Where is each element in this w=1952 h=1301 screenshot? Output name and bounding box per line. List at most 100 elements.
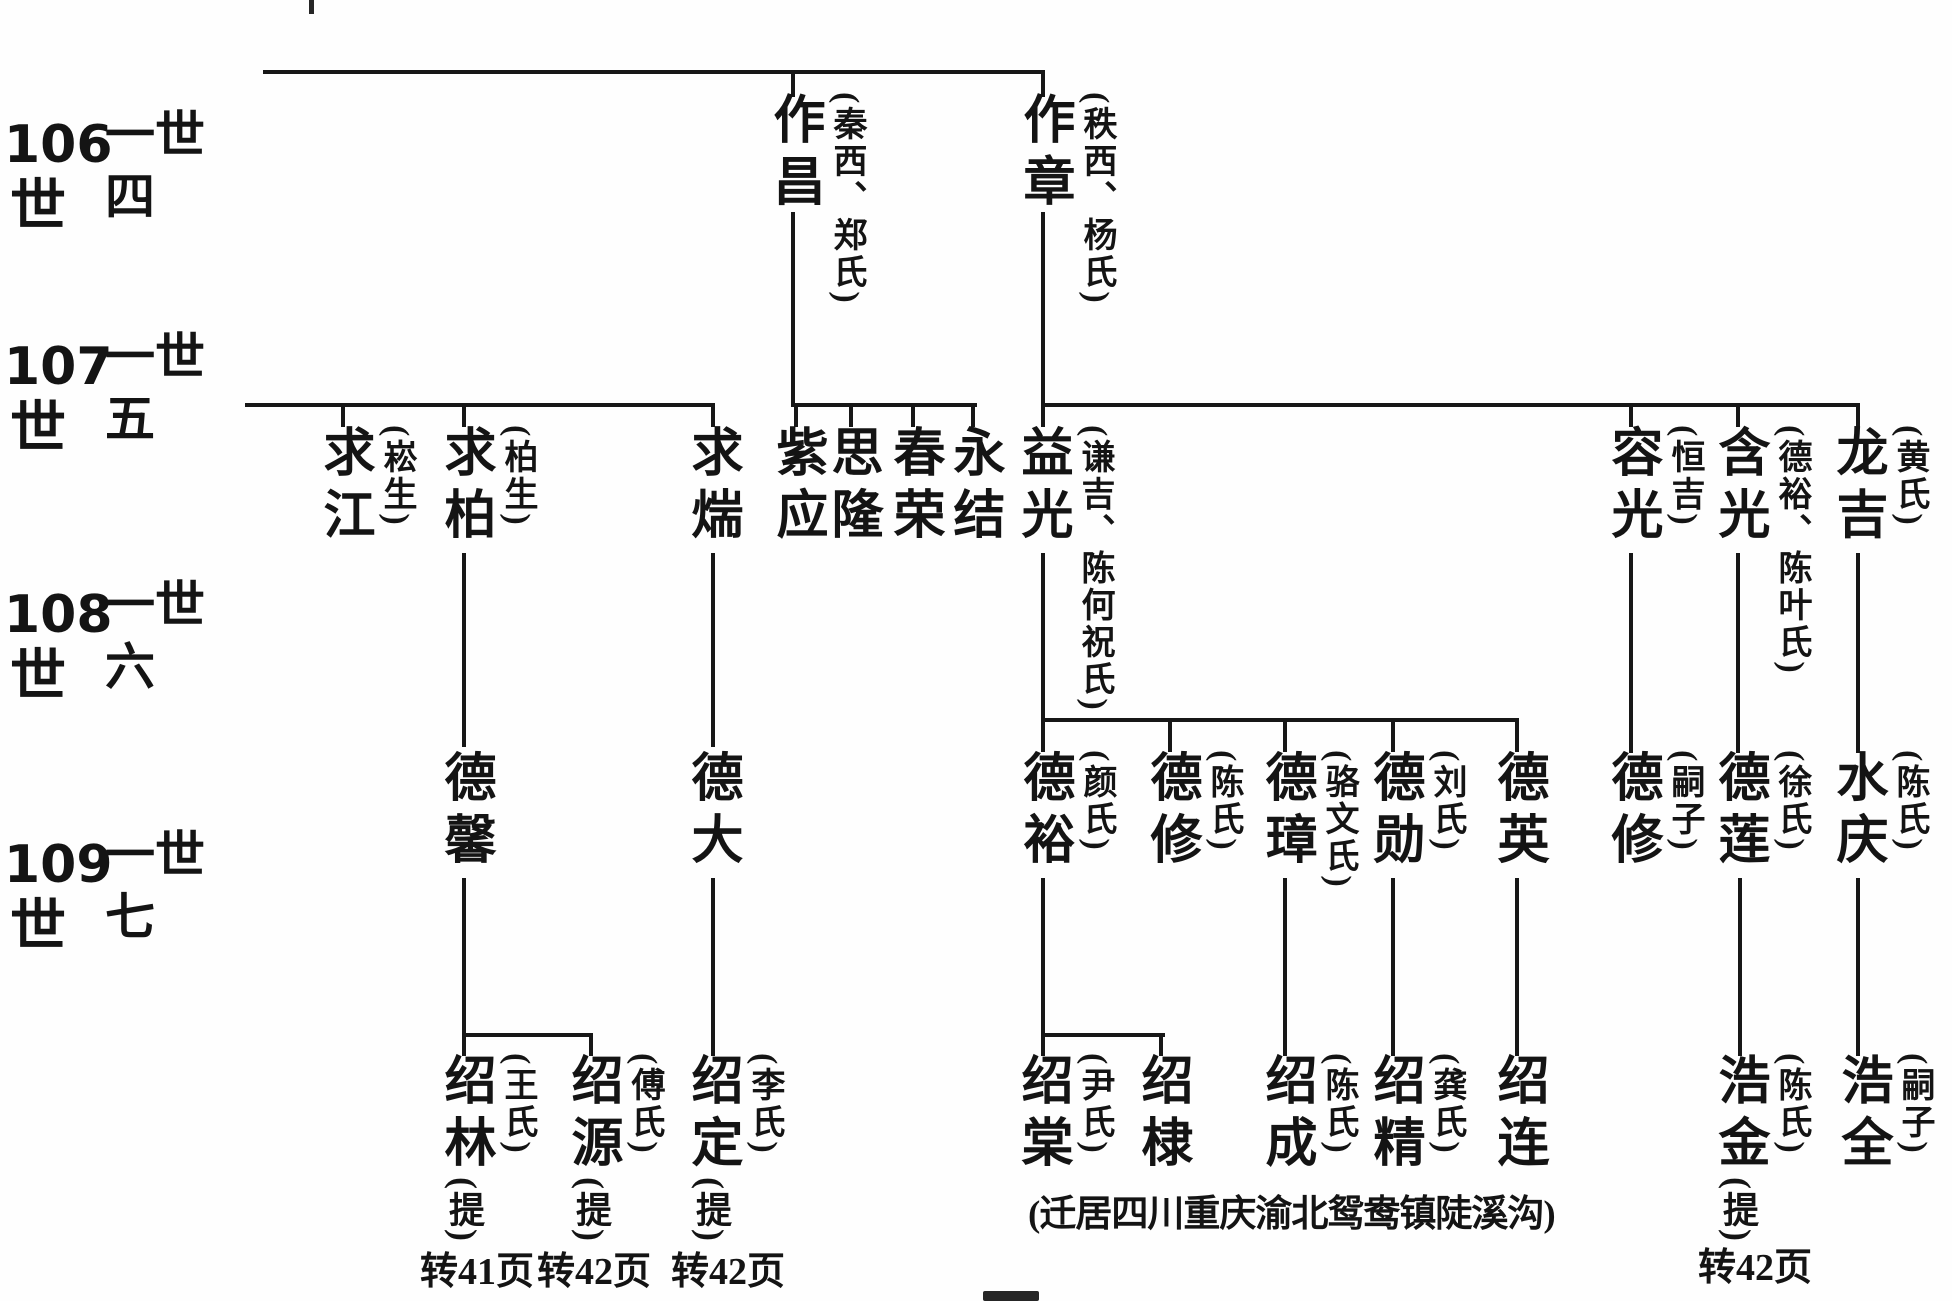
node-haojin: 浩金(提) (陈氏) xyxy=(1710,1053,1818,1243)
tree-edge xyxy=(462,403,466,427)
node-shaolin: 绍林(提) (王氏) xyxy=(436,1053,544,1243)
generation-shi: 世 xyxy=(10,175,66,238)
tree-edge xyxy=(1283,718,1287,752)
person-name: 德裕 xyxy=(1015,750,1072,874)
node-zuozhang: 作章 (秩西、杨氏) xyxy=(1015,92,1123,306)
person-name: 浩金(提) xyxy=(1710,1053,1767,1243)
node-dexin: 德馨 xyxy=(436,750,494,874)
node-ziying: 紫应 xyxy=(768,425,826,549)
person-name: 水庆 xyxy=(1828,750,1885,874)
generation-number: 106 xyxy=(4,115,113,175)
page-ref-42: 转42页 xyxy=(537,1251,652,1293)
person-annotation: (李氏) xyxy=(746,1053,783,1156)
tree-edge xyxy=(1041,70,1045,97)
node-silong: 思隆 xyxy=(823,425,881,549)
person-annotation: (徐氏) xyxy=(1773,750,1810,853)
generation-label-109: 109 世 一七世 xyxy=(4,828,204,958)
person-annotation: (恒吉) xyxy=(1666,425,1703,528)
tree-edge xyxy=(1041,1033,1045,1056)
generation-number: 109 xyxy=(4,835,113,895)
node-haoquan: 浩全 (嗣子) xyxy=(1833,1053,1941,1177)
person-tag: (提) xyxy=(691,1177,731,1243)
generation-number: 108 xyxy=(4,585,113,645)
person-annotation: (嗣子) xyxy=(1666,750,1703,853)
tree-edge xyxy=(1041,553,1045,722)
person-name: 思隆 xyxy=(823,425,880,549)
tree-edge-yiguang-children xyxy=(1041,718,1519,722)
node-zuochang: 作昌 (秦西、郑氏) xyxy=(765,92,873,306)
person-annotation: (骆文氏) xyxy=(1320,750,1357,890)
person-annotation: (刘氏) xyxy=(1428,750,1465,853)
person-name: 绍连 xyxy=(1489,1053,1546,1177)
tree-edge xyxy=(791,70,795,97)
generation-label-108: 108 世 一六世 xyxy=(4,578,204,705)
node-chunrong: 春荣 xyxy=(885,425,943,549)
tree-edge xyxy=(1391,878,1395,1056)
node-hanguang: 含光 (德裕、陈叶氏) xyxy=(1710,425,1818,676)
tree-edge xyxy=(911,403,915,427)
tree-edge-dexin-children xyxy=(462,1033,593,1037)
tree-edge xyxy=(1391,718,1395,752)
person-annotation: (颜氏) xyxy=(1078,750,1115,853)
generation-rank: 一六世 xyxy=(98,578,204,702)
person-name: 绍成 xyxy=(1257,1053,1314,1177)
node-qiujiang: 求江 (崧生) xyxy=(315,425,423,549)
tree-edge xyxy=(1856,878,1860,1056)
node-deyu: 德裕 (颜氏) xyxy=(1015,750,1123,874)
tree-edge xyxy=(1736,553,1740,753)
person-name: 德馨 xyxy=(436,750,493,874)
tree-edge xyxy=(1629,403,1633,427)
tree-edge-deyu-children xyxy=(1041,1033,1165,1037)
person-tag: (提) xyxy=(1718,1177,1758,1243)
person-name: 德英 xyxy=(1489,750,1546,874)
node-shaodi: 绍棣 xyxy=(1133,1053,1191,1177)
person-annotation: (陈氏) xyxy=(1320,1053,1357,1156)
generation-rank: 一五世 xyxy=(98,330,204,454)
person-annotation: (崧生) xyxy=(378,425,415,528)
tree-edge xyxy=(462,878,466,1037)
node-shaojing: 绍精 (龚氏) xyxy=(1365,1053,1473,1177)
node-shaotang: 绍棠 (尹氏) xyxy=(1013,1053,1121,1177)
tree-edge xyxy=(1515,718,1519,752)
node-shuiqing: 水庆 (陈氏) xyxy=(1828,750,1936,874)
person-name: 绍棣 xyxy=(1133,1053,1190,1177)
node-dexun: 德勋 (刘氏) xyxy=(1365,750,1473,874)
node-qiutuan: 求煓 xyxy=(683,425,741,549)
tree-edge xyxy=(794,403,798,427)
person-annotation: (德裕、陈叶氏) xyxy=(1773,425,1810,676)
node-yongjie: 永结 xyxy=(945,425,1003,549)
tree-edge-gen107-left xyxy=(245,403,715,407)
tree-edge xyxy=(1041,212,1045,407)
person-name: 绍定(提) xyxy=(683,1053,740,1243)
generation-label-107: 107 世 一五世 xyxy=(4,330,204,457)
person-annotation: (王氏) xyxy=(499,1053,536,1156)
person-name: 浩全 xyxy=(1833,1053,1890,1177)
tree-edge xyxy=(1283,878,1287,1056)
tree-edge xyxy=(1629,553,1633,753)
person-name: 德大 xyxy=(683,750,740,874)
person-name: 德璋 xyxy=(1257,750,1314,874)
tree-edge-top xyxy=(263,70,1045,74)
node-shaoding: 绍定(提) (李氏) xyxy=(683,1053,791,1243)
tree-edge xyxy=(589,1033,593,1056)
migration-note: (迁居四川重庆渝北鸳鸯镇陡溪沟) xyxy=(1028,1194,1556,1235)
generation-label-106: 106 世 一四世 xyxy=(4,108,204,238)
node-shaocheng: 绍成 (陈氏) xyxy=(1257,1053,1365,1177)
person-name: 永结 xyxy=(945,425,1002,549)
tree-edge xyxy=(1159,1033,1163,1056)
person-name: 春荣 xyxy=(885,425,942,549)
tree-edge xyxy=(791,212,795,407)
tree-edge xyxy=(1515,878,1519,1056)
node-shaolian: 绍连 xyxy=(1489,1053,1547,1177)
node-dexiu: 德修 (陈氏) xyxy=(1142,750,1250,874)
person-annotation: (秦西、郑氏) xyxy=(828,92,865,306)
scan-artifact xyxy=(309,0,314,14)
person-name: 容光 xyxy=(1603,425,1660,549)
tree-edge xyxy=(1041,878,1045,1037)
node-qiubai: 求柏 (柏生) xyxy=(436,425,544,549)
tree-edge xyxy=(1736,403,1740,427)
person-name: 绍精 xyxy=(1365,1053,1422,1177)
generation-shi: 世 xyxy=(10,895,66,958)
tree-edge xyxy=(462,553,466,747)
person-annotation: (谦吉、陈何祝氏) xyxy=(1076,425,1113,713)
